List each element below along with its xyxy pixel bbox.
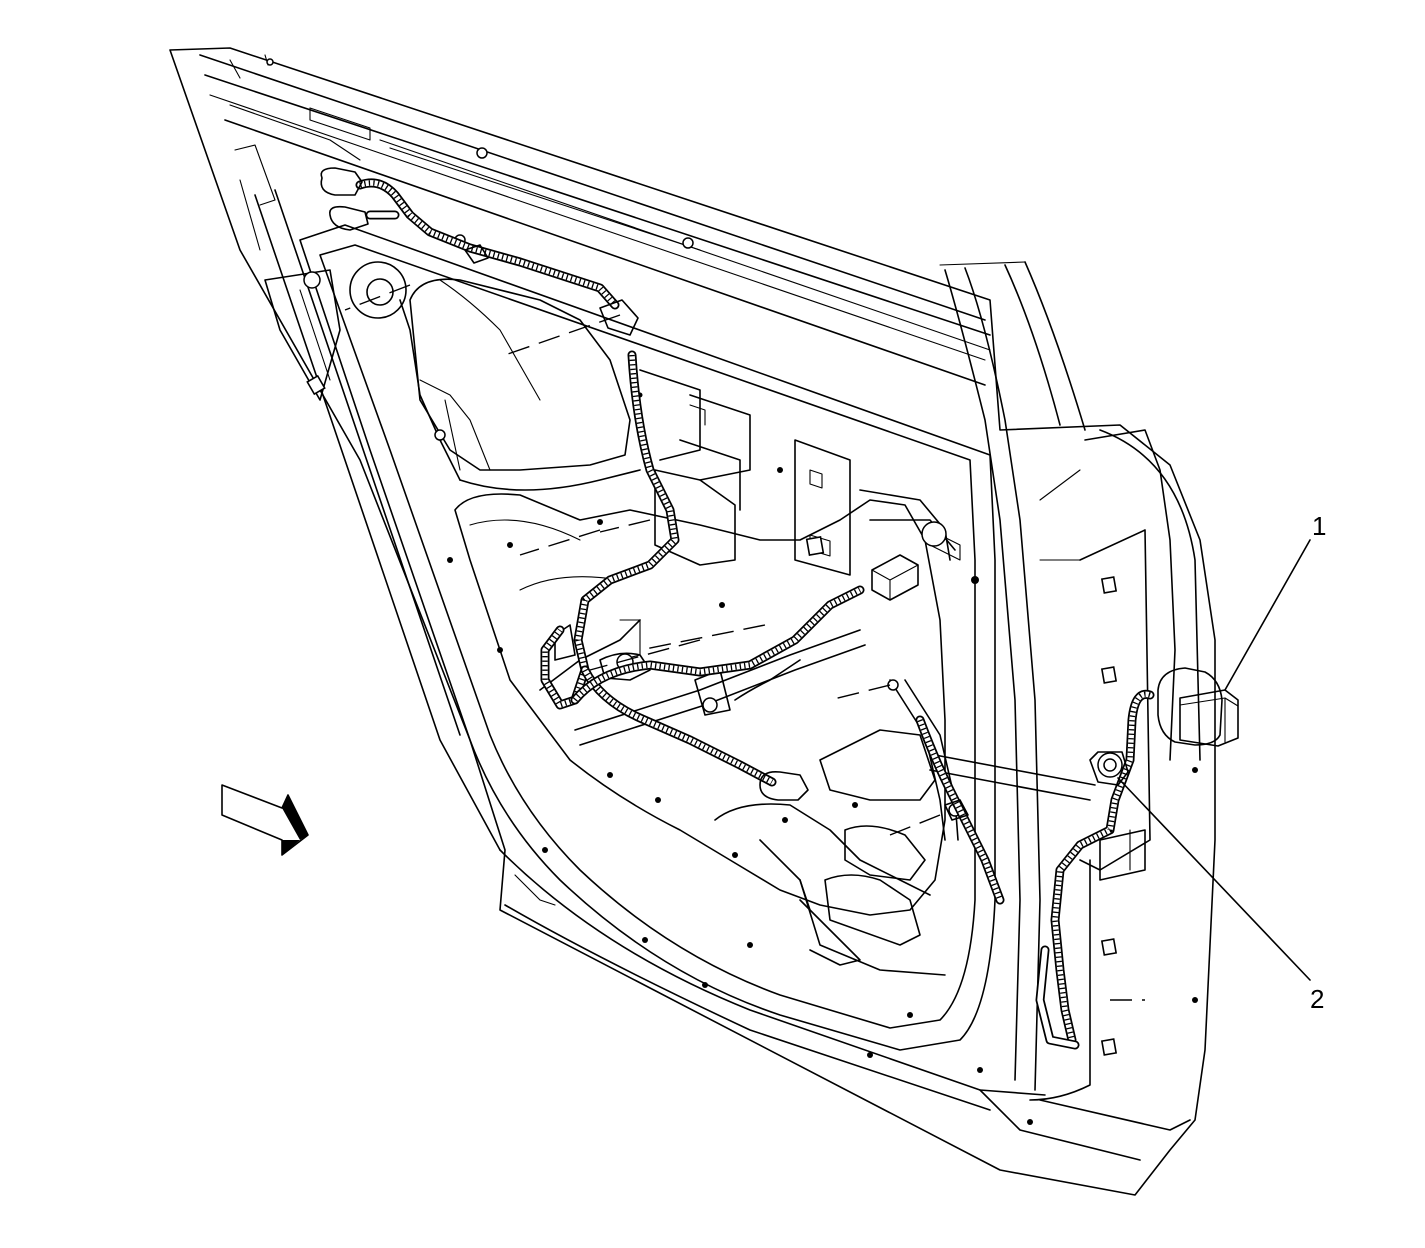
door-harness-connector	[1157, 667, 1239, 747]
callout-2: 2	[1117, 777, 1324, 1014]
door-inner-panel	[169, 47, 1216, 1196]
connectors	[320, 167, 1239, 821]
forward-direction-arrow	[221, 784, 309, 856]
leader-dashes	[344, 284, 1145, 1001]
callout-1: 1	[1224, 511, 1326, 691]
harness-grommet	[1089, 751, 1129, 786]
callout-1-leader	[1224, 539, 1311, 691]
wire-harness	[355, 178, 1155, 1050]
callout-2-label: 2	[1310, 984, 1324, 1014]
callout-2-leader	[1117, 777, 1311, 981]
callout-1-label: 1	[1312, 511, 1326, 541]
